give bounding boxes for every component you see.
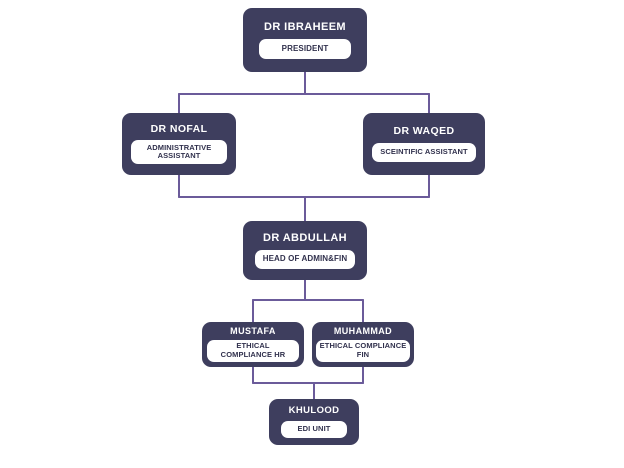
org-node-title: HEAD OF ADMIN&FIN: [255, 249, 355, 269]
org-node-ibraheem[interactable]: DR IBRAHEEM PRESIDENT: [243, 8, 367, 72]
org-node-name: KHULOOD: [288, 405, 340, 417]
org-node-abdullah[interactable]: DR ABDULLAH HEAD OF ADMIN&FIN: [243, 221, 367, 280]
org-node-name: DR IBRAHEEM: [263, 20, 346, 33]
org-node-title: SCEINTIFIC ASSISTANT: [372, 142, 476, 162]
org-node-name: DR ABDULLAH: [262, 232, 348, 245]
org-node-title: ETHICAL COMPLIANCE HR: [207, 339, 299, 362]
org-node-name: DR NOFAL: [150, 122, 208, 135]
org-node-name: DR WAQED: [393, 125, 455, 138]
org-node-khulood[interactable]: KHULOOD EDI UNIT: [269, 399, 359, 445]
org-node-title: EDI UNIT: [281, 420, 347, 438]
org-node-title: PRESIDENT: [259, 39, 351, 60]
org-node-nofal[interactable]: DR NOFAL ADMINISTRATIVE ASSISTANT: [122, 113, 236, 175]
org-node-title: ETHICAL COMPLIANCE FIN: [316, 339, 410, 362]
org-node-name: MUSTAFA: [230, 326, 276, 337]
org-node-title: ADMINISTRATIVE ASSISTANT: [131, 140, 227, 165]
org-node-muhammad[interactable]: MUHAMMAD ETHICAL COMPLIANCE FIN: [312, 322, 414, 367]
org-node-name: MUHAMMAD: [333, 326, 393, 337]
org-node-waqed[interactable]: DR WAQED SCEINTIFIC ASSISTANT: [363, 113, 485, 175]
org-node-mustafa[interactable]: MUSTAFA ETHICAL COMPLIANCE HR: [202, 322, 304, 367]
